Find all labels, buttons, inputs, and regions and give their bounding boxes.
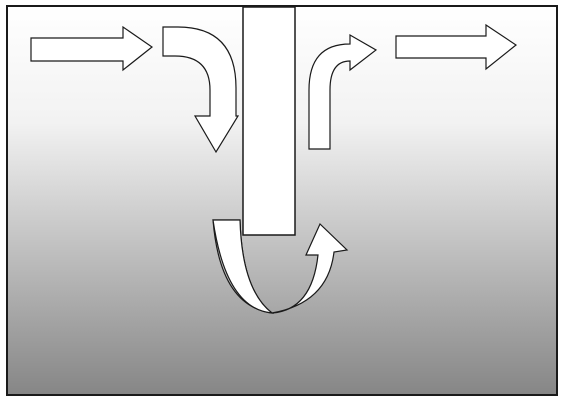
vertical-divider [243,7,295,235]
